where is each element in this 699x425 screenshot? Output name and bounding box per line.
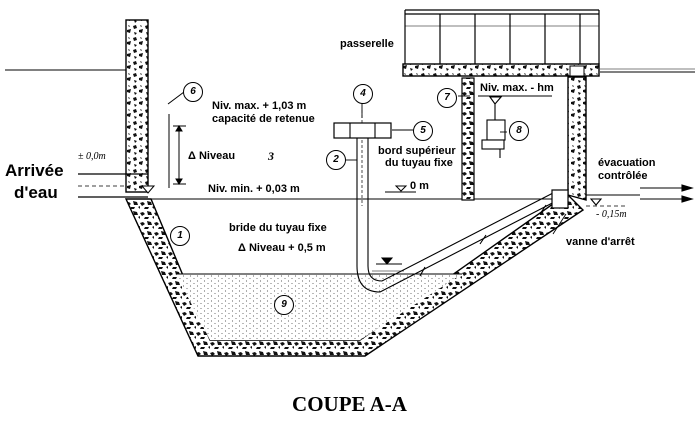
left-wall [125, 19, 149, 193]
outlet-pipe [356, 191, 563, 293]
label-niveau-05: Δ Niveau + 0,5 m [238, 242, 326, 254]
label-bord-sup-2: du tuyau fixe [385, 157, 453, 169]
marker-7: 7 [437, 88, 457, 108]
inner-wall [461, 77, 475, 201]
label-niv-max-hm: Niv. max. - hm [480, 82, 554, 94]
walkway [402, 9, 600, 77]
label-passerelle: passerelle [340, 38, 394, 50]
label-minus-015: - 0,15m [596, 209, 627, 220]
inlet-channel [78, 173, 156, 198]
marker-1: 1 [170, 226, 190, 246]
diagram-title: COUPE A-A [292, 392, 407, 416]
marker-6: 6 [183, 82, 203, 102]
right-tower-wall [567, 76, 587, 201]
marker-9: 9 [274, 295, 294, 315]
label-plus-00: ± 0,0m [78, 151, 106, 162]
marker-2: 2 [326, 150, 346, 170]
label-bride: bride du tuyau fixe [229, 222, 327, 234]
level-scale [167, 91, 186, 188]
float-regulator [478, 95, 552, 158]
label-evacuation-1: évacuation [598, 157, 656, 169]
basin-water [176, 274, 462, 340]
fixed-pipe [333, 110, 392, 266]
label-zero-m: 0 m [410, 180, 429, 192]
marker-5: 5 [413, 121, 433, 141]
label-niveau: Δ Niveau [188, 150, 236, 162]
ground-lines [5, 68, 695, 73]
label-arrivee-1: Arrivée [5, 161, 64, 180]
shutoff-valve [551, 189, 569, 209]
label-niv-max: Niv. max. + 1,03 m [212, 100, 307, 112]
label-bord-sup-1: bord supérieur [378, 145, 456, 157]
label-arrivee-2: d'eau [14, 183, 58, 202]
level-marks [372, 185, 416, 272]
outflow-channel [586, 184, 694, 207]
marker-3: 3 [268, 149, 274, 163]
label-evacuation-2: contrôlée [598, 170, 648, 182]
label-niv-min: Niv. min. + 0,03 m [208, 183, 300, 195]
label-vanne: vanne d'arrêt [566, 236, 635, 248]
marker-8: 8 [509, 121, 529, 141]
label-capacite: capacité de retenue [212, 113, 315, 125]
marker-4: 4 [353, 84, 373, 104]
